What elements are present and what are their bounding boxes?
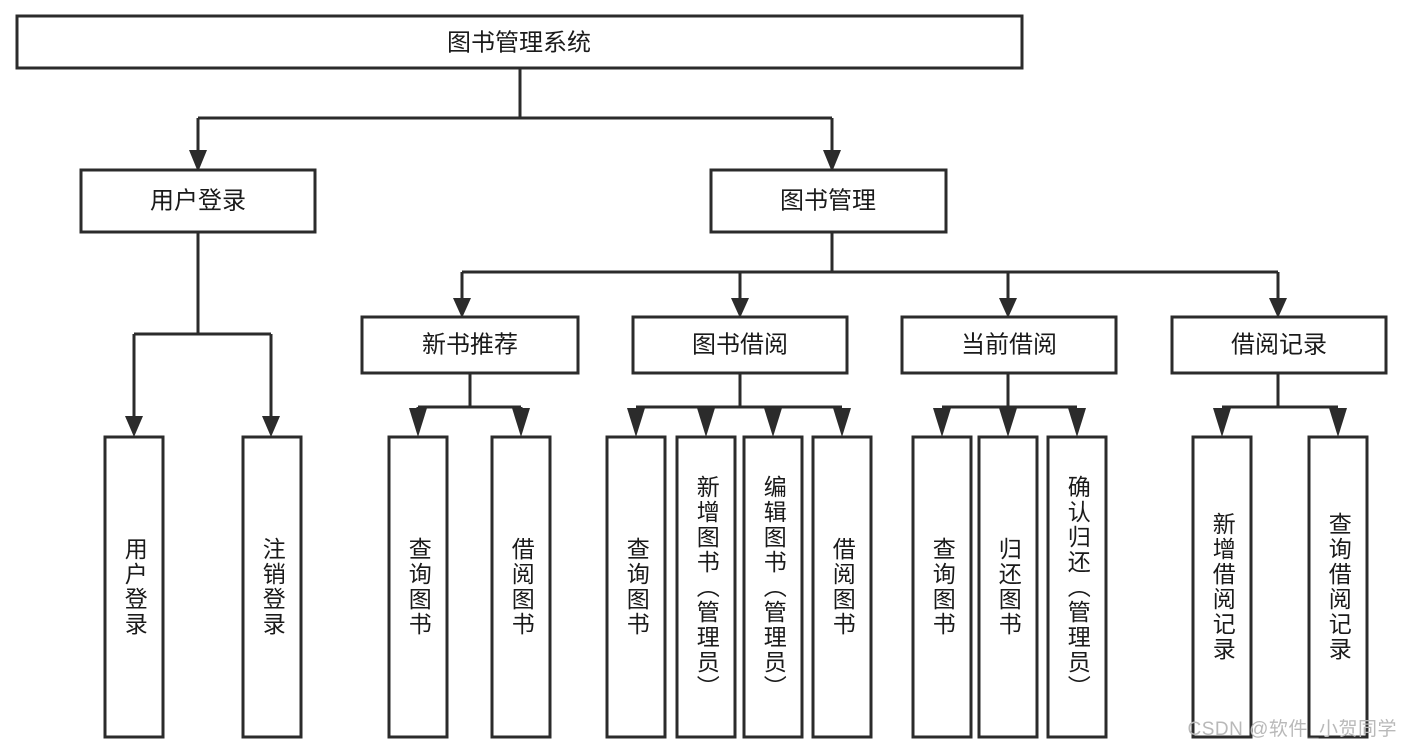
node-book-mgmt-box[interactable] xyxy=(709,168,948,234)
arrow-head-new-book xyxy=(453,298,471,318)
arrow-head-new-book-leaf-0 xyxy=(409,408,427,437)
node-new-book-label: 新书推荐 xyxy=(422,331,518,358)
arrow-head-book-borrow-leaf-3 xyxy=(833,408,851,437)
node-root-label: 图书管理系统 xyxy=(447,29,591,56)
arrow-head-book-mgmt xyxy=(823,150,841,172)
leaf-box-book-borrow-2[interactable] xyxy=(742,435,804,739)
connector-group-book-mgmt xyxy=(453,232,1287,318)
leaf-box-book-borrow-0[interactable] xyxy=(605,435,667,739)
leaf-label-new-book-0: 查询图书 xyxy=(405,537,432,637)
connector-group-user-login xyxy=(125,232,280,437)
node-current-borrow-label: 当前借阅 xyxy=(961,331,1057,358)
leaf-label-current-borrow-2: 确认归还（管理员） xyxy=(1064,474,1091,700)
arrow-head-current-borrow-leaf-0 xyxy=(933,408,951,437)
leaf-label-borrow-record-0: 新增借阅记录 xyxy=(1209,512,1236,662)
connector-group-new-book xyxy=(409,373,530,437)
node-new-book-box[interactable] xyxy=(360,315,580,375)
node-current-borrow-box[interactable] xyxy=(900,315,1118,375)
node-book-mgmt-label: 图书管理 xyxy=(780,187,876,214)
node-user-login-label: 用户登录 xyxy=(150,187,246,214)
leaf-box-new-book-1[interactable] xyxy=(490,435,552,739)
arrow-head-borrow-record-leaf-0 xyxy=(1213,408,1231,437)
connector-group-current-borrow xyxy=(933,373,1086,437)
leaf-label-book-borrow-0: 查询图书 xyxy=(623,537,650,637)
node-book-borrow-label: 图书借阅 xyxy=(692,331,788,358)
node-user-login-box[interactable] xyxy=(79,168,317,234)
arrow-head-book-borrow-leaf-0 xyxy=(627,408,645,437)
arrow-head-new-book-leaf-1 xyxy=(512,408,530,437)
node-root-box[interactable] xyxy=(15,14,1024,70)
leaf-label-current-borrow-1: 归还图书 xyxy=(995,537,1022,637)
arrow-head-borrow-record-leaf-1 xyxy=(1329,408,1347,437)
leaf-box-borrow-record-1[interactable] xyxy=(1307,435,1369,739)
arrow-head-book-borrow-leaf-2 xyxy=(764,408,782,437)
arrow-head-current-borrow xyxy=(999,298,1017,318)
watermark-text: CSDN @软件_小贺同学 xyxy=(1187,719,1397,740)
leaf-label-book-borrow-2: 编辑图书（管理员） xyxy=(760,474,787,700)
connector-group-book-borrow xyxy=(627,373,851,437)
leaf-label-book-borrow-3: 借阅图书 xyxy=(829,537,856,637)
arrow-head-user-login xyxy=(189,150,207,172)
leaf-box-user-login-0[interactable] xyxy=(103,435,165,739)
leaf-label-book-borrow-1: 新增图书（管理员） xyxy=(693,474,720,700)
leaf-label-current-borrow-0: 查询图书 xyxy=(929,537,956,637)
leaf-label-new-book-1: 借阅图书 xyxy=(508,537,535,637)
arrow-head-current-borrow-leaf-2 xyxy=(1068,408,1086,437)
node-borrow-record-label: 借阅记录 xyxy=(1231,331,1327,358)
arrow-head-user-login-leaf-1 xyxy=(262,416,280,437)
leaf-box-book-borrow-1[interactable] xyxy=(675,435,737,739)
leaf-box-current-borrow-2[interactable] xyxy=(1046,435,1108,739)
leaf-box-current-borrow-0[interactable] xyxy=(911,435,973,739)
node-borrow-record-box[interactable] xyxy=(1170,315,1388,375)
arrow-head-book-borrow-leaf-1 xyxy=(697,408,715,437)
leaf-label-user-login-0: 用户登录 xyxy=(121,537,148,637)
leaf-box-book-borrow-3[interactable] xyxy=(811,435,873,739)
connector-group-borrow-record xyxy=(1213,373,1347,437)
leaf-box-current-borrow-1[interactable] xyxy=(977,435,1039,739)
arrow-head-current-borrow-leaf-1 xyxy=(999,408,1017,437)
arrow-head-user-login-leaf-0 xyxy=(125,416,143,437)
leaf-box-user-login-1[interactable] xyxy=(241,435,303,739)
node-book-borrow-box[interactable] xyxy=(631,315,849,375)
leaf-box-borrow-record-0[interactable] xyxy=(1191,435,1253,739)
connector-group-root xyxy=(189,68,841,172)
leaf-label-borrow-record-1: 查询借阅记录 xyxy=(1325,512,1352,662)
leaf-box-new-book-0[interactable] xyxy=(387,435,449,739)
leaf-label-user-login-1: 注销登录 xyxy=(259,537,286,637)
arrow-head-book-borrow xyxy=(731,298,749,318)
arrow-head-borrow-record xyxy=(1269,298,1287,318)
